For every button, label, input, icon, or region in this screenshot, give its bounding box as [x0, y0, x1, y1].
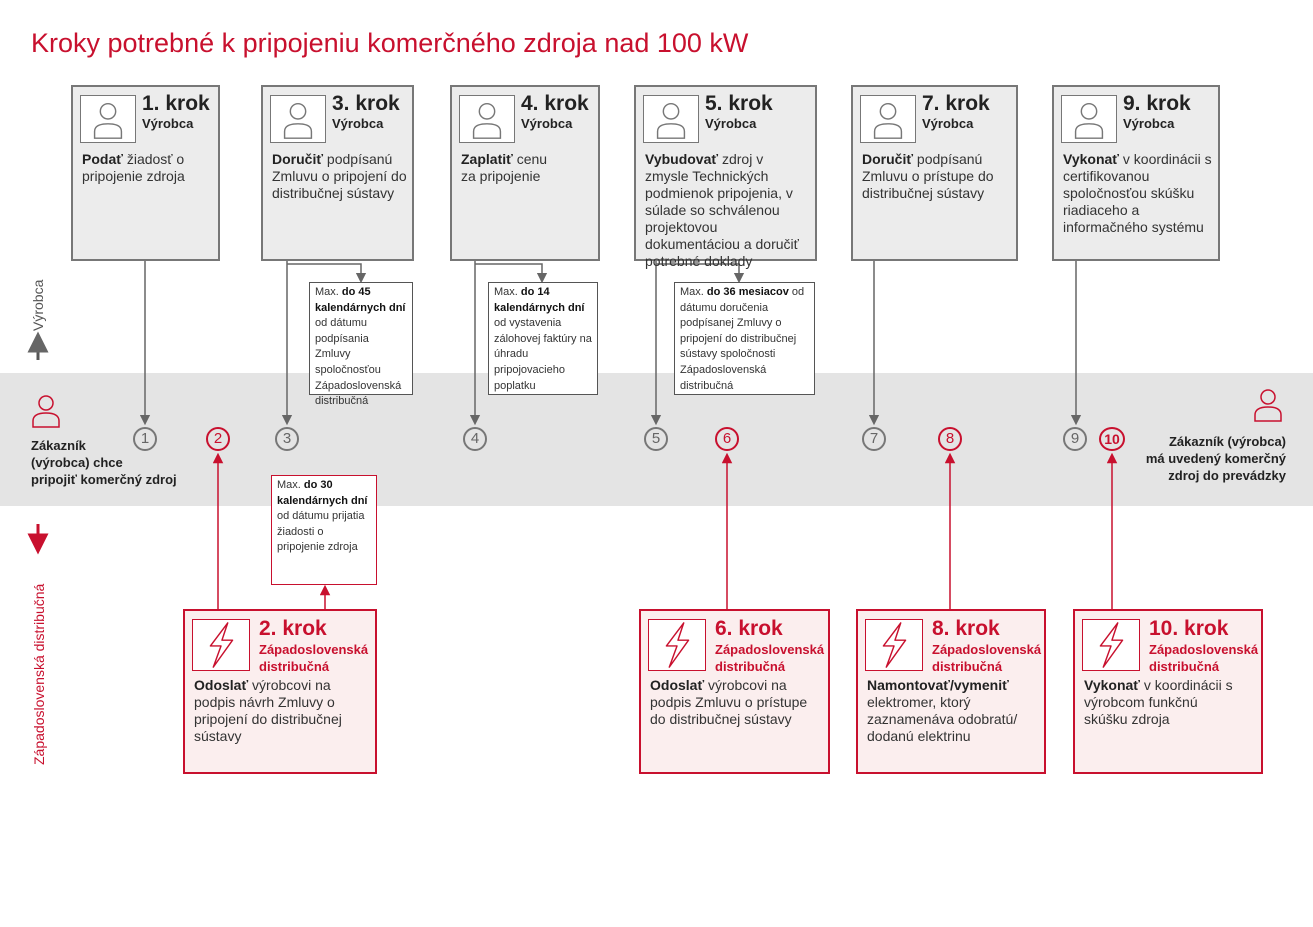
step-description: Vybudovať zdroj v zmysle Technických pod…	[645, 151, 799, 269]
step-actor: Západoslovenská distribučná	[1149, 642, 1259, 674]
customer-end-person-icon	[1254, 389, 1282, 422]
step-box-1: 1. krok Výrobca Podať žiadosť o pripojen…	[71, 85, 220, 261]
axis-label-distributor: Západoslovenská distribučná	[31, 583, 47, 765]
step-actor: Západoslovenská distribučná	[259, 642, 369, 674]
connector-step-5-note	[656, 263, 745, 284]
step-description: Vykonať v koordinácii s výrobcom funkčnú…	[1084, 677, 1233, 727]
step-circle-2: 2	[206, 427, 230, 451]
step-box-9: 9. krok Výrobca Vykonať v koordinácii s …	[1052, 85, 1220, 261]
step-circle-1: 1	[133, 427, 157, 451]
deadline-note-step-5: Max. do 36 mesiacov od dátumu doručenia …	[674, 282, 815, 395]
axis-label-producer: Výrobca	[30, 279, 46, 331]
step-box-2: 2. krok Západoslovenská distribučná Odos…	[183, 609, 377, 774]
step-description: Namontovať/vymeniť elektromer, ktorý zaz…	[867, 677, 1018, 744]
step-title: 6. krok	[715, 617, 783, 640]
step-title: 3. krok	[332, 92, 400, 115]
step-actor: Výrobca	[1123, 116, 1175, 131]
step-circle-4: 4	[463, 427, 487, 451]
connector-step-4-note	[475, 263, 548, 284]
step-title: 8. krok	[932, 617, 1000, 640]
step-box-10: 10. krok Západoslovenská distribučná Vyk…	[1073, 609, 1263, 774]
step-actor: Výrobca	[922, 116, 974, 131]
step-description: Odoslať výrobcovi na podpis návrh Zmluvy…	[194, 677, 342, 744]
connector-step-3-note	[287, 263, 367, 284]
step-description: Doručiť podpísanú Zmluvu o prístupe do d…	[862, 151, 994, 201]
step-circle-3: 3	[275, 427, 299, 451]
step-description: Vykonať v koordinácii s certifikovanou s…	[1063, 151, 1212, 235]
step-circle-8: 8	[938, 427, 962, 451]
step-circle-10: 10	[1099, 427, 1125, 451]
step-actor: Západoslovenská distribučná	[715, 642, 825, 674]
deadline-note-step-2: Max. do 30 kalendárnych dní od dátumu pr…	[271, 475, 377, 585]
deadline-note-step-3: Max. do 45 kalendárnych dní od dátumu po…	[309, 282, 413, 407]
step-circle-7: 7	[862, 427, 886, 451]
step-title: 7. krok	[922, 92, 990, 115]
lightning-icon	[1082, 619, 1140, 671]
lightning-icon	[192, 619, 250, 671]
step-box-8: 8. krok Západoslovenská distribučná Namo…	[856, 609, 1046, 774]
step-circle-5: 5	[644, 427, 668, 451]
step-description: Podať žiadosť o pripojenie zdroja	[82, 151, 185, 184]
step-box-6: 6. krok Západoslovenská distribučná Odos…	[639, 609, 830, 774]
person-icon	[643, 95, 699, 143]
step-box-3: 3. krok Výrobca Doručiť podpísanú Zmluvu…	[261, 85, 414, 261]
customer-start-person-icon	[32, 395, 60, 428]
step-actor: Západoslovenská distribučná	[932, 642, 1042, 674]
person-icon	[270, 95, 326, 143]
step-circle-6: 6	[715, 427, 739, 451]
step-title: 5. krok	[705, 92, 773, 115]
person-icon	[459, 95, 515, 143]
step-actor: Výrobca	[521, 116, 573, 131]
step-circle-9: 9	[1063, 427, 1087, 451]
step-title: 10. krok	[1149, 617, 1229, 640]
person-icon	[860, 95, 916, 143]
step-box-5: 5. krok Výrobca Vybudovať zdroj v zmysle…	[634, 85, 817, 269]
step-actor: Výrobca	[705, 116, 757, 131]
step-title: 4. krok	[521, 92, 589, 115]
step-box-7: 7. krok Výrobca Doručiť podpísanú Zmluvu…	[851, 85, 1018, 261]
page-title: Kroky potrebné k pripojeniu komerčného z…	[31, 28, 749, 58]
person-icon	[80, 95, 136, 143]
lightning-icon	[648, 619, 706, 671]
step-description: Zaplatiť cenu za pripojenie	[461, 151, 548, 184]
deadline-note-step-4: Max. do 14 kalendárnych dní od vystaveni…	[488, 282, 598, 395]
step-actor: Výrobca	[142, 116, 194, 131]
step-title: 1. krok	[142, 92, 210, 115]
step-description: Odoslať výrobcovi na podpis Zmluvu o prí…	[650, 677, 808, 727]
step-description: Doručiť podpísanú Zmluvu o pripojení do …	[272, 151, 407, 201]
step-box-4: 4. krok Výrobca Zaplatiť cenu za pripoje…	[450, 85, 600, 261]
step-title: 9. krok	[1123, 92, 1191, 115]
customer-start-text: Zákazník (výrobca) chce pripojiť komerčn…	[31, 438, 177, 487]
customer-end-text: Zákazník (výrobca) má uvedený komerčný z…	[1145, 434, 1286, 483]
step-actor: Výrobca	[332, 116, 384, 131]
lightning-icon	[865, 619, 923, 671]
person-icon	[1061, 95, 1117, 143]
step-title: 2. krok	[259, 617, 327, 640]
